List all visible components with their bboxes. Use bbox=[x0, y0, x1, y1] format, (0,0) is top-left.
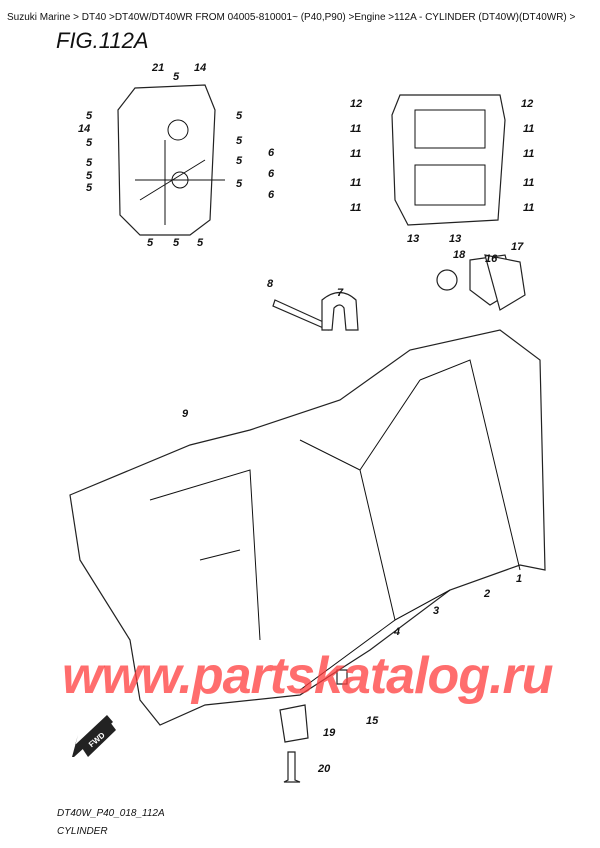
diagram-caption: CYLINDER bbox=[57, 826, 108, 837]
part-callout-6[interactable]: 6 bbox=[268, 189, 275, 201]
part-callout-20[interactable]: 20 bbox=[317, 763, 331, 775]
part-callout-5[interactable]: 5 bbox=[147, 237, 154, 249]
part-callout-8[interactable]: 8 bbox=[267, 278, 274, 290]
cylinder-head-cover bbox=[117, 84, 216, 236]
dowel-pin bbox=[336, 669, 348, 685]
thermostat bbox=[436, 269, 458, 291]
part-callout-3[interactable]: 3 bbox=[433, 605, 439, 617]
part-callout-9[interactable]: 9 bbox=[182, 408, 189, 420]
part-callout-7[interactable]: 7 bbox=[337, 287, 344, 299]
part-callout-11[interactable]: 11 bbox=[350, 202, 361, 214]
part-callout-21[interactable]: 21 bbox=[151, 62, 164, 74]
thermostat-cap bbox=[484, 254, 526, 311]
part-callout-11[interactable]: 11 bbox=[350, 177, 361, 189]
part-callout-5[interactable]: 5 bbox=[236, 135, 243, 147]
part-callout-2[interactable]: 2 bbox=[483, 588, 490, 600]
part-callout-15[interactable]: 15 bbox=[366, 715, 379, 727]
part-callout-5[interactable]: 5 bbox=[86, 110, 93, 122]
breadcrumb[interactable]: Suzuki Marine > DT40 >DT40W/DT40WR FROM … bbox=[7, 12, 576, 23]
part-callout-14[interactable]: 14 bbox=[194, 62, 206, 74]
part-callout-5[interactable]: 5 bbox=[236, 155, 243, 167]
part-callout-13[interactable]: 13 bbox=[407, 233, 419, 245]
fwd-arrow-icon: FWD bbox=[72, 715, 116, 757]
part-callout-4[interactable]: 4 bbox=[393, 626, 400, 638]
part-callout-5[interactable]: 5 bbox=[86, 170, 93, 182]
part-callout-5[interactable]: 5 bbox=[86, 137, 93, 149]
part-callout-5[interactable]: 5 bbox=[197, 237, 204, 249]
cover-panel bbox=[414, 109, 486, 149]
part-callout-6[interactable]: 6 bbox=[268, 147, 275, 159]
part-callout-12[interactable]: 12 bbox=[350, 98, 362, 110]
part-callout-11[interactable]: 11 bbox=[523, 123, 534, 135]
diagram-code: DT40W_P40_018_112A bbox=[57, 808, 165, 819]
clip bbox=[321, 291, 359, 331]
part-callout-11[interactable]: 11 bbox=[350, 148, 361, 160]
screw bbox=[283, 751, 301, 783]
cover-ribs bbox=[135, 140, 225, 225]
block-detail bbox=[149, 359, 521, 691]
part-callout-6[interactable]: 6 bbox=[268, 168, 275, 180]
part-callout-14[interactable]: 14 bbox=[78, 123, 90, 135]
part-callout-5[interactable]: 5 bbox=[86, 182, 93, 194]
part-callout-18[interactable]: 18 bbox=[453, 249, 466, 261]
part-callout-11[interactable]: 11 bbox=[350, 123, 361, 135]
cylinder-block bbox=[69, 329, 546, 726]
cover-panel bbox=[414, 164, 486, 206]
part-callout-13[interactable]: 13 bbox=[449, 233, 461, 245]
figure-title: FIG.112A bbox=[56, 28, 149, 53]
watermark: www.partskatalog.ru bbox=[62, 647, 554, 705]
exhaust-cover bbox=[391, 94, 506, 226]
part-callout-5[interactable]: 5 bbox=[236, 110, 243, 122]
cover-hole bbox=[167, 119, 189, 141]
part-callout-5[interactable]: 5 bbox=[173, 71, 180, 83]
part-callout-19[interactable]: 19 bbox=[323, 727, 336, 739]
part-callout-17[interactable]: 17 bbox=[511, 241, 524, 253]
part-callout-11[interactable]: 11 bbox=[523, 202, 534, 214]
part-callout-16[interactable]: 16 bbox=[485, 253, 498, 265]
part-callout-5[interactable]: 5 bbox=[86, 157, 93, 169]
part-callout-5[interactable]: 5 bbox=[236, 178, 243, 190]
part-callout-11[interactable]: 11 bbox=[523, 177, 534, 189]
part-callout-11[interactable]: 11 bbox=[523, 148, 534, 160]
mount-block bbox=[279, 704, 309, 743]
part-callout-12[interactable]: 12 bbox=[521, 98, 533, 110]
part-callout-5[interactable]: 5 bbox=[173, 237, 180, 249]
part-callout-1[interactable]: 1 bbox=[516, 573, 522, 585]
